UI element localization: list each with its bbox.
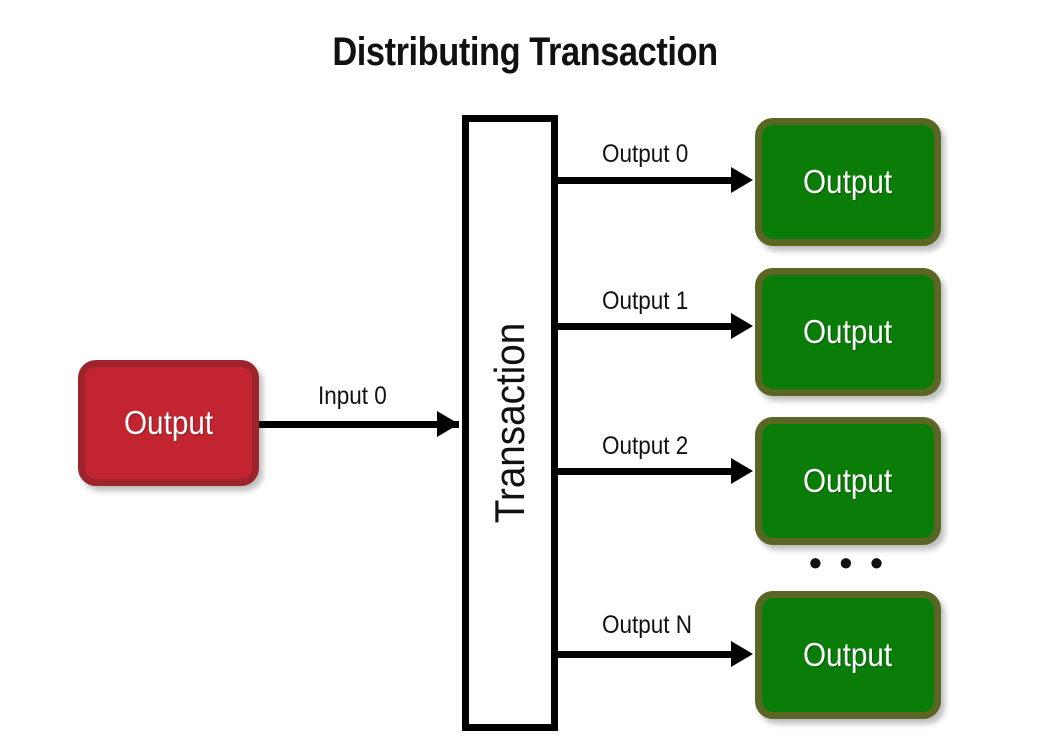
output-node-1: Output — [755, 268, 941, 396]
output-node-1-label: Output — [803, 313, 893, 350]
connector-line-output-0 — [556, 177, 736, 184]
output-node-0-label: Output — [803, 163, 893, 200]
page-title: Distributing Transaction — [332, 30, 718, 74]
output-node-n-label: Output — [803, 636, 893, 673]
output-node-n: Output — [755, 591, 941, 719]
input-output-node-label: Output — [123, 404, 214, 441]
connector-arrowhead-input-0 — [437, 411, 459, 437]
connector-label-output-2: Output 2 — [602, 432, 689, 460]
connector-line-output-n — [556, 651, 736, 658]
connector-label-output-0: Output 0 — [602, 140, 689, 168]
connector-line-output-1 — [556, 323, 736, 330]
output-node-2: Output — [755, 417, 941, 545]
connector-arrowhead-output-n — [731, 641, 753, 667]
output-node-2-label: Output — [803, 462, 893, 499]
connector-arrowhead-output-0 — [731, 167, 753, 193]
transaction-bar: Transaction — [462, 115, 558, 731]
input-output-node: Output — [78, 360, 259, 486]
ellipsis-icon: • • • — [809, 542, 887, 583]
connector-label-input-0: Input 0 — [318, 382, 387, 410]
connector-label-output-1: Output 1 — [602, 287, 689, 315]
connector-line-input-0 — [259, 421, 459, 428]
connector-label-output-n: Output N — [602, 611, 693, 639]
transaction-bar-label: Transaction — [486, 322, 533, 524]
output-node-0: Output — [755, 118, 941, 246]
connector-arrowhead-output-2 — [731, 458, 753, 484]
connector-line-output-2 — [556, 468, 736, 475]
connector-arrowhead-output-1 — [731, 313, 753, 339]
